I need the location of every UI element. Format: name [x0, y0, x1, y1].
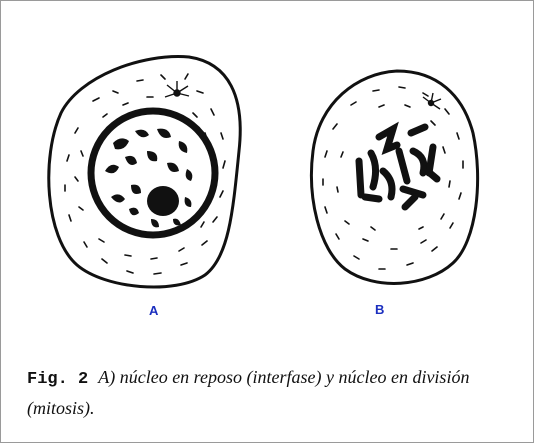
cell-a-nucleus — [91, 111, 215, 235]
cell-a-centrosome — [165, 81, 189, 97]
cell-a-nucleolus — [147, 186, 179, 216]
cell-a-nuclear-envelope — [91, 111, 215, 235]
figure-number: Fig. 2 — [27, 370, 88, 389]
cell-a-chromatin — [105, 129, 192, 228]
cell-a-label: A — [149, 303, 158, 318]
caption-text: A) núcleo en reposo (interfase) y núcleo… — [27, 367, 469, 418]
cell-illustration — [1, 1, 534, 331]
cell-a-resting — [49, 57, 240, 287]
cell-b-label: B — [375, 302, 384, 317]
cell-b-dividing — [311, 71, 477, 283]
cell-b-chromosomes — [359, 127, 437, 207]
cell-b-membrane — [311, 71, 477, 283]
